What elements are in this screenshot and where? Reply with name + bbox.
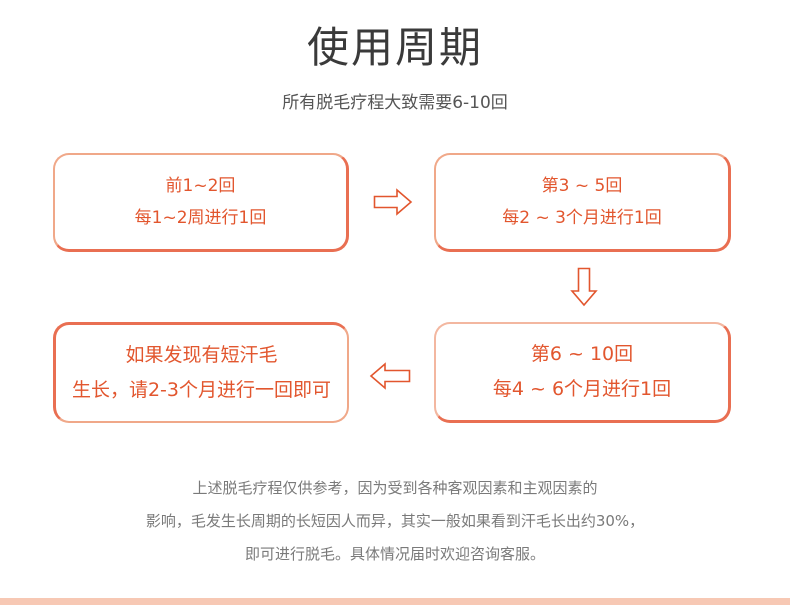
step-box-4: 如果发现有短汗毛 生长，请2-3个月进行一回即可 (53, 322, 349, 423)
notes-line-2: 影响，毛发生长周期的长短因人而异，其实一般如果看到汗毛长出约30%， (145, 512, 645, 530)
bottom-divider-bar (0, 598, 790, 605)
page-subtitle: 所有脱毛疗程大致需要6-10回 (282, 93, 508, 113)
step-2-line-2: 每2 ~ 3个月进行1回 (502, 208, 662, 228)
notes-paragraph: 上述脱毛疗程仅供参考，因为受到各种客观因素和主观因素的 影响，毛发生长周期的长短… (0, 472, 790, 571)
arrow-down-icon (570, 267, 598, 307)
step-box-3: 第6 ~ 10回 每4 ~ 6个月进行1回 (434, 322, 731, 423)
step-3-line-1: 第6 ~ 10回 (530, 343, 634, 365)
step-4-line-1: 如果发现有短汗毛 (125, 344, 278, 366)
step-4-line-2: 生长，请2-3个月进行一回即可 (71, 379, 332, 401)
step-2-line-1: 第3 ~ 5回 (541, 176, 623, 196)
step-3-line-2: 每4 ~ 6个月进行1回 (492, 378, 672, 400)
step-box-1: 前1~2回 每1~2周进行1回 (53, 153, 349, 252)
step-1-line-2: 每1~2周进行1回 (134, 208, 267, 228)
notes-line-1: 上述脱毛疗程仅供参考，因为受到各种客观因素和主观因素的 (192, 479, 598, 497)
arrow-right-icon (373, 188, 413, 216)
step-1-line-1: 前1~2回 (165, 176, 236, 196)
step-box-2: 第3 ~ 5回 每2 ~ 3个月进行1回 (434, 153, 731, 252)
arrow-left-icon (369, 362, 411, 390)
notes-line-3: 即可进行脱毛。具体情况届时欢迎咨询客服。 (244, 545, 545, 563)
page-title: 使用周期 (306, 23, 483, 72)
